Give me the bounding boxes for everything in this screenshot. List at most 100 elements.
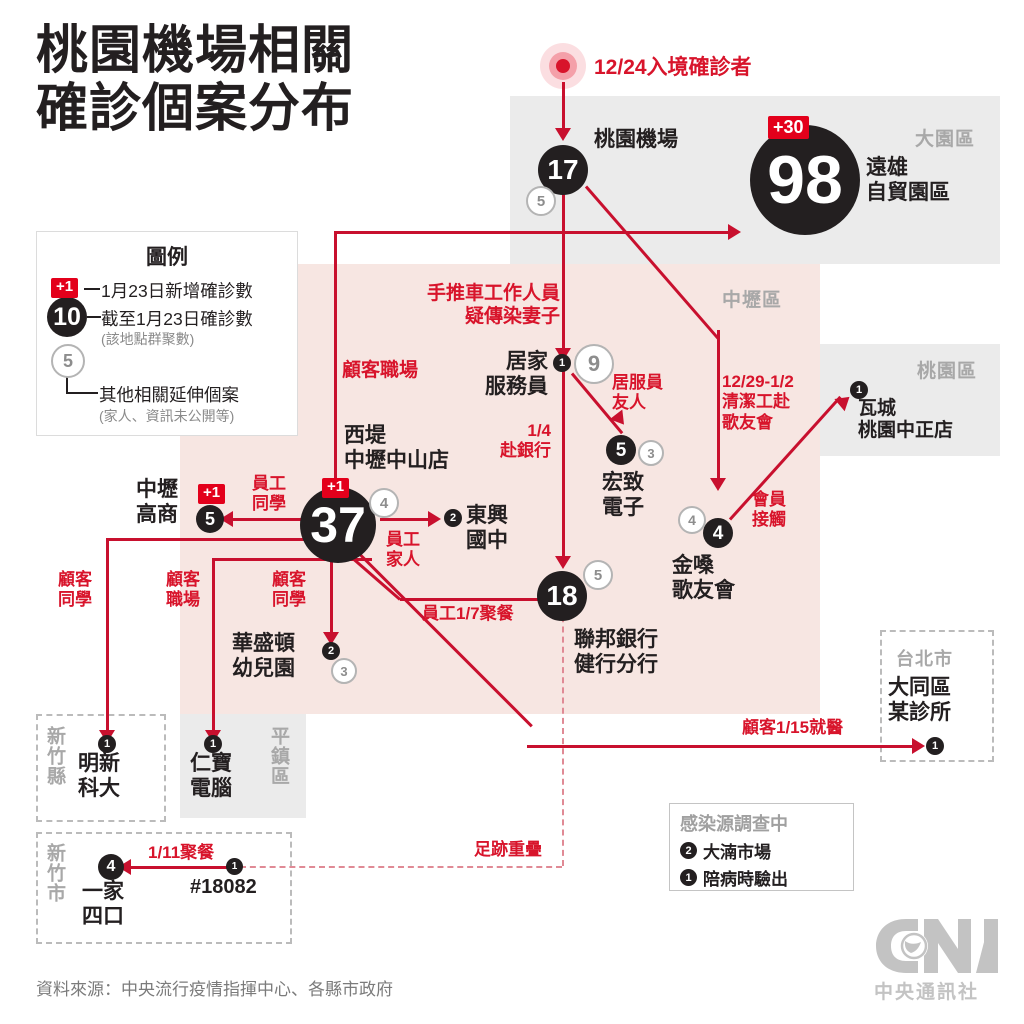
node-karaoke-cluster[interactable]: 4 — [678, 506, 706, 534]
label-compal: 仁寶 電腦 — [190, 752, 232, 800]
zone-label-pingzhen: 平鎮區 — [267, 726, 289, 786]
node-hongzhi-cluster[interactable]: 3 — [638, 440, 664, 466]
node-union-bank-cluster[interactable]: 5 — [583, 560, 613, 590]
edge-label-staff-dinner: 員工1/7聚餐 — [422, 604, 514, 623]
node-homecare[interactable]: 1 — [553, 354, 571, 372]
arrow-to-washington — [323, 632, 339, 645]
node-xiti-cluster-count: 4 — [379, 494, 389, 512]
label-farglory: 遠雄 自貿園區 — [866, 156, 950, 204]
line-homecare-to-bank — [562, 370, 565, 564]
node-family4-count: 4 — [106, 858, 116, 875]
zone-taipei-city — [880, 630, 994, 762]
node-airport-cluster-count: 5 — [536, 192, 546, 210]
dashline-to-18082 — [240, 866, 562, 868]
label-airport: 桃園機場 — [594, 128, 678, 151]
edge-label-customer-workplace-top: 顧客職場 — [342, 360, 419, 381]
node-hongzhi[interactable]: 5 — [606, 435, 636, 465]
edge-label-homecare-friend: 居服員 友人 — [612, 373, 663, 413]
arrow-to-dongxing — [428, 511, 441, 527]
source-case-marker — [540, 43, 586, 89]
node-farglory[interactable]: 98 — [750, 125, 860, 235]
node-airport-cluster[interactable]: 5 — [526, 186, 556, 216]
node-union-bank[interactable]: 18 — [537, 571, 587, 621]
node-xiti-count: 37 — [310, 497, 366, 553]
zone-hsinchu-county — [36, 714, 166, 822]
node-karaoke[interactable]: 4 — [703, 518, 733, 548]
node-thaitown[interactable]: 1 — [850, 381, 868, 399]
node-taipei-clinic[interactable]: 1 — [926, 737, 944, 755]
zone-label-taipei: 台北市 — [896, 649, 953, 669]
node-case18082[interactable]: 1 — [226, 858, 243, 875]
label-hongzhi: 宏致 電子 — [602, 471, 644, 519]
node-compal-count: 1 — [209, 737, 217, 750]
node-xiti-cluster[interactable]: 4 — [369, 488, 399, 518]
legend-total-node: 10 — [47, 297, 87, 337]
zone-label-dayuan: 大園區 — [915, 129, 976, 150]
node-minghsin[interactable]: 1 — [98, 735, 116, 753]
investigating-item: 2 大湳市場 — [680, 838, 853, 863]
line-karaoke-drop — [717, 330, 720, 485]
label-xiti: 西堤 中壢中山店 — [344, 424, 449, 472]
page-title: 桃園機場相關 確診個案分布 — [36, 22, 355, 139]
node-washington-cluster-count: 3 — [340, 663, 348, 679]
line-xiti-to-washington — [330, 538, 333, 638]
node-homecare-cluster[interactable]: 9 — [574, 344, 614, 384]
line-xiti-to-highschool — [230, 518, 320, 521]
node-farglory-count: 98 — [767, 142, 843, 218]
node-homecare-cluster-count: 9 — [587, 351, 601, 376]
legend-leader-2 — [87, 316, 101, 318]
node-compal[interactable]: 1 — [204, 735, 222, 753]
investigating-item-label: 大湳市場 — [703, 843, 771, 862]
node-dongxing[interactable]: 2 — [444, 509, 462, 527]
edge-label-customer-clinic: 顧客1/15就醫 — [742, 718, 844, 737]
zone-label-hsinchu-county: 新竹縣 — [43, 726, 65, 786]
arrow-to-karaoke — [710, 478, 726, 491]
edge-label-staff-classmate: 員工 同學 — [252, 474, 286, 514]
legend-cluster-value: 5 — [62, 351, 73, 371]
node-union-bank-cluster-count: 5 — [593, 566, 603, 584]
legend-new-badge: +1 — [51, 278, 79, 298]
node-dongxing-count: 2 — [449, 511, 457, 524]
badge-farglory: +30 — [768, 116, 809, 140]
arrow-source-to-airport — [555, 128, 571, 141]
line-airport-to-homecare — [562, 178, 565, 355]
source-note: 資料來源：中央流行疫情指揮中心、各縣市政府 — [36, 980, 393, 999]
edge-label-member-contact: 會員 接觸 — [752, 490, 786, 530]
node-zhongli-hs-count: 5 — [204, 509, 215, 529]
zone-label-hsinchu-city: 新竹市 — [43, 843, 65, 903]
line-compal-drop — [212, 558, 215, 738]
investigating-item: 1 陪病時驗出 — [680, 865, 853, 890]
badge-xiti: +1 — [322, 478, 350, 498]
line-18082-to-family — [128, 866, 238, 869]
label-karaoke: 金嗓 歌友會 — [672, 554, 735, 602]
cna-logo: 中央通訊社 — [872, 915, 1002, 1007]
node-thaitown-count: 1 — [855, 383, 863, 396]
zone-label-taoyuan: 桃園區 — [917, 361, 978, 382]
node-xiti[interactable]: 37 — [300, 487, 376, 563]
arrow-to-clinic — [912, 738, 925, 754]
investigating-item-count: 2 — [680, 842, 697, 859]
node-zhongli-hs[interactable]: 5 — [196, 505, 224, 533]
node-karaoke-count: 4 — [712, 522, 724, 544]
legend-cluster-node: 5 — [51, 344, 85, 378]
line-xiti-to-dongxing — [380, 518, 432, 521]
node-homecare-count: 1 — [558, 356, 566, 369]
edge-label-footprint-overlap: 足跡重疊 — [474, 840, 542, 859]
investigating-item-count: 1 — [680, 869, 697, 886]
legend-extended-sub: (家人、資訊未公開等) — [99, 408, 235, 424]
node-case18082-count: 1 — [231, 860, 238, 872]
node-washington-cluster[interactable]: 3 — [331, 658, 357, 684]
edge-label-cart-worker: 手推車工作人員 疑傳染妻子 — [426, 283, 560, 327]
legend-box: 圖例 +1 1月23日新增確診數 10 截至1月23日確診數 (該地點群聚數) … — [36, 231, 298, 436]
line-xiti-left-bus — [106, 538, 371, 541]
zone-label-zhongli: 中壢區 — [722, 290, 783, 311]
badge-zhongli-hs: +1 — [198, 484, 226, 504]
edge-label-customer-workplace-mid: 顧客 職場 — [166, 570, 200, 610]
node-hongzhi-cluster-count: 3 — [647, 445, 655, 461]
node-taipei-clinic-count: 1 — [931, 739, 939, 752]
node-family4[interactable]: 4 — [98, 854, 124, 880]
node-union-bank-count: 18 — [546, 580, 578, 611]
node-washington[interactable]: 2 — [322, 642, 340, 660]
investigating-title: 感染源調查中 — [680, 814, 788, 834]
node-karaoke-cluster-count: 4 — [688, 512, 696, 528]
